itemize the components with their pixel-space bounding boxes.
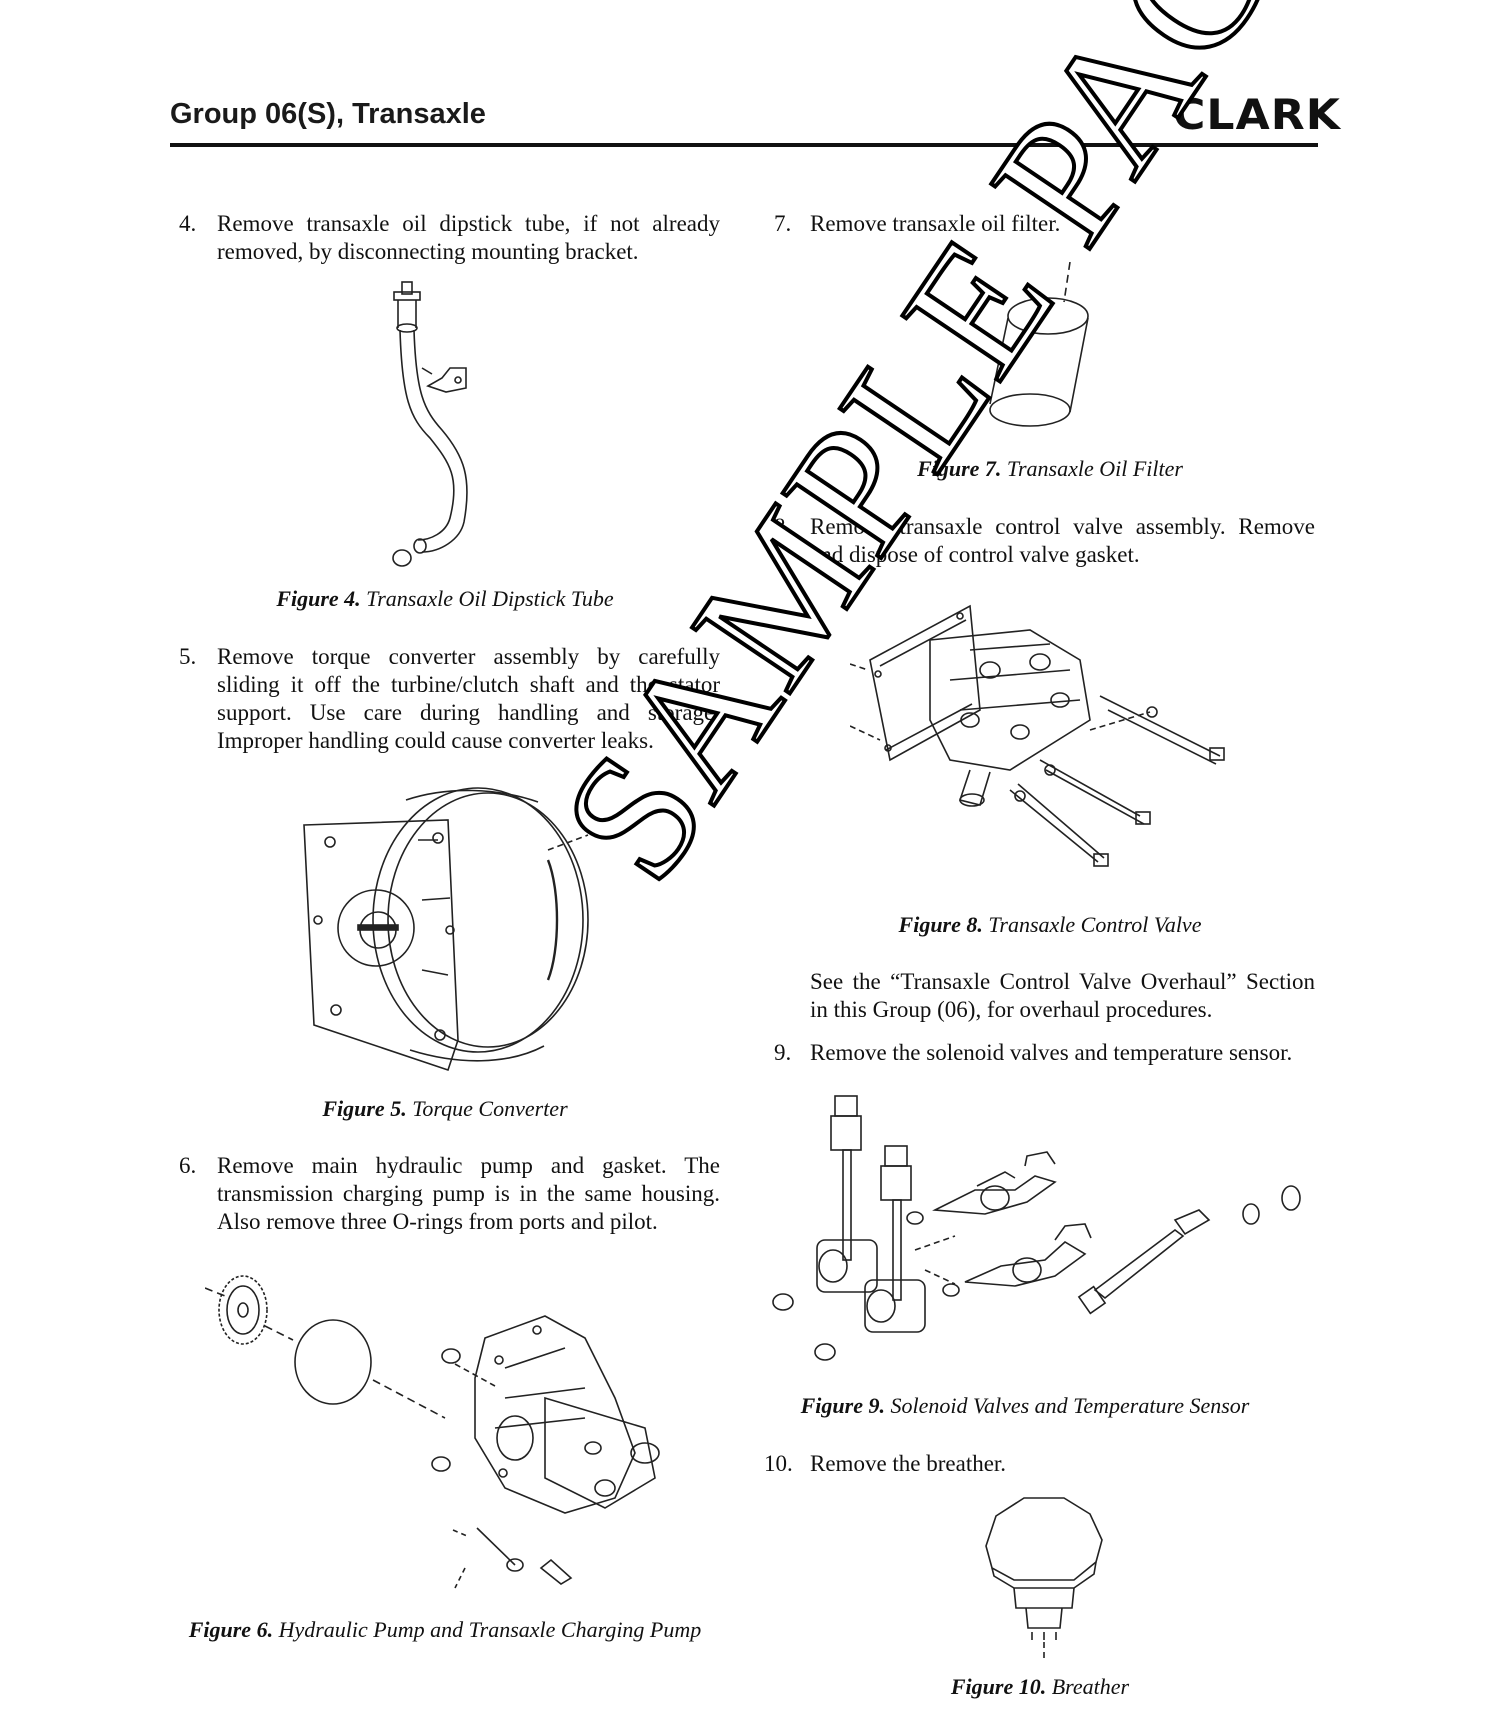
step-6: 6. Remove main hydraulic pump and gasket… [179, 1152, 720, 1236]
figure-7-caption: Figure 7. Transaxle Oil Filter [860, 456, 1240, 482]
step-9: 9. Remove the solenoid valves and temper… [774, 1039, 1315, 1067]
figure-9-solenoid-valves [765, 1090, 1305, 1370]
step-number: 7. [774, 211, 792, 236]
figure-title: Breather [1051, 1674, 1130, 1699]
figure-title: Solenoid Valves and Temperature Sensor [890, 1393, 1250, 1418]
step-number: 8. [774, 514, 792, 539]
figure-6-hydraulic-pump [205, 1268, 685, 1608]
figure-title: Transaxle Oil Filter [1006, 456, 1183, 481]
step-number: 5. [179, 644, 197, 669]
step-number: 9. [774, 1040, 792, 1065]
step-text: Remove the breather. [810, 1451, 1007, 1476]
header-rule [170, 143, 1318, 147]
page-header-title: Group 06(S), Transaxle [170, 98, 486, 130]
step-text: See the “Transaxle Control Valve Overhau… [810, 969, 1315, 1022]
figure-4-caption: Figure 4. Transaxle Oil Dipstick Tube [170, 586, 720, 612]
figure-5-caption: Figure 5. Torque Converter [220, 1096, 670, 1122]
figure-label: Figure 6. [188, 1617, 274, 1642]
step-8: 8. Remove transaxle control valve assemb… [774, 513, 1315, 569]
figure-title: Torque Converter [412, 1096, 568, 1121]
figure-label: Figure 7. [917, 456, 1002, 481]
clark-logo: CLARK [1173, 90, 1341, 139]
figure-5-torque-converter [298, 780, 618, 1075]
figure-10-breather [974, 1490, 1114, 1662]
figure-7-oil-filter [980, 262, 1100, 442]
step-text: Remove transaxle oil dipstick tube, if n… [217, 211, 720, 264]
figure-6-caption: Figure 6. Hydraulic Pump and Transaxle C… [165, 1617, 725, 1643]
figure-title: Transaxle Control Valve [988, 912, 1202, 937]
step-number: 10. [764, 1451, 793, 1476]
step-number: 4. [179, 211, 197, 236]
figure-4-dipstick-tube [380, 278, 510, 578]
step-4: 4. Remove transaxle oil dipstick tube, i… [179, 210, 720, 266]
step-10: 10. Remove the breather. [764, 1450, 1315, 1478]
figure-title: Transaxle Oil Dipstick Tube [366, 586, 614, 611]
figure-label: Figure 9. [800, 1393, 885, 1418]
step-text: Remove transaxle oil filter. [810, 211, 1061, 236]
figure-label: Figure 4. [276, 586, 361, 611]
figure-9-caption: Figure 9. Solenoid Valves and Temperatur… [770, 1393, 1280, 1419]
figure-8-control-valve [850, 600, 1230, 890]
step-5: 5. Remove torque converter assembly by c… [179, 643, 720, 755]
figure-10-caption: Figure 10. Breather [900, 1674, 1180, 1700]
step-8-note: See the “Transaxle Control Valve Overhau… [810, 968, 1315, 1024]
step-7: 7. Remove transaxle oil filter. [774, 210, 1315, 238]
step-text: Remove the solenoid valves and temperatu… [810, 1040, 1293, 1065]
figure-label: Figure 5. [322, 1096, 407, 1121]
step-text: Remove torque converter assembly by care… [217, 644, 720, 753]
step-text: Remove main hydraulic pump and gasket. T… [217, 1153, 720, 1234]
figure-label: Figure 8. [898, 912, 983, 937]
step-text: Remove transaxle control valve assembly.… [810, 514, 1315, 567]
figure-8-caption: Figure 8. Transaxle Control Valve [880, 912, 1220, 938]
step-number: 6. [179, 1153, 197, 1178]
figure-label: Figure 10. [950, 1674, 1047, 1699]
figure-title: Hydraulic Pump and Transaxle Charging Pu… [278, 1617, 702, 1642]
